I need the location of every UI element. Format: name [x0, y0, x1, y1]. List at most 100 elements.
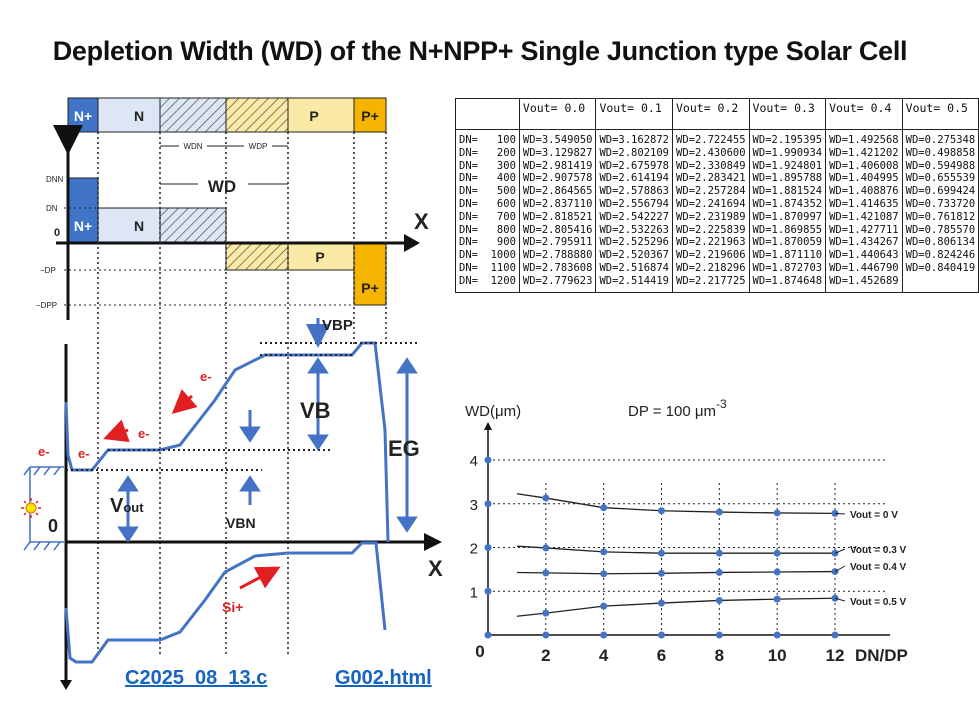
table-cell: DN= 100 — [455, 129, 520, 147]
data-point — [600, 570, 608, 578]
data-point — [715, 549, 723, 557]
table-cell: WD=2.520367 — [595, 249, 673, 262]
level-zero: 0 — [54, 227, 60, 239]
table-cell: WD=2.330849 — [672, 159, 750, 173]
y-axis-arrow — [484, 422, 492, 430]
table-cell: WD=2.802109 — [595, 146, 673, 160]
table-cell: WD=2.219606 — [672, 249, 750, 262]
data-point — [773, 509, 781, 517]
table-cell: DN= 200 — [455, 146, 520, 160]
table-cell: WD=2.217725 — [672, 274, 750, 293]
data-point — [773, 549, 781, 557]
layer-bar: N+ N P P+ — [67, 97, 387, 133]
table-cell: WD=2.907578 — [518, 172, 597, 186]
y-tick-dot — [484, 587, 492, 595]
table-cell: WD=0.498858 — [901, 146, 979, 160]
table-cell — [901, 274, 979, 293]
source-file-link[interactable]: C2025_08_13.c — [125, 667, 268, 689]
table-cell: WD=0.594988 — [901, 159, 979, 173]
sun-icon — [21, 498, 41, 518]
table-cell: DN= 400 — [455, 172, 520, 186]
table-cell: WD=2.231989 — [672, 210, 750, 224]
table-cell: WD=1.404995 — [825, 172, 903, 186]
table-cell: WD=2.788880 — [518, 249, 597, 262]
charge-density-plot: N+ N P P+ X DNN DN 0 −DP −DPP — [36, 125, 429, 320]
x-tick-dot — [715, 631, 723, 639]
table-cell: WD=2.805416 — [518, 223, 597, 237]
table-cell: WD=2.532263 — [595, 223, 673, 237]
data-point — [658, 507, 665, 515]
x-tick-dot — [600, 631, 608, 639]
html-file-link[interactable]: G002.html — [335, 667, 432, 689]
x-tick-label: 0 — [475, 642, 484, 661]
table-cell: WD=1.427711 — [825, 223, 903, 237]
table-cell: WD=0.840419 — [901, 261, 979, 275]
annotation-text: DP = 100 μm — [628, 403, 716, 420]
table-header-cell: Vout= 0.0 — [518, 98, 597, 130]
table-cell: WD=0.824246 — [901, 249, 979, 262]
table-cell: WD=0.806134 — [901, 236, 979, 250]
charge-axis-x: X — [414, 209, 429, 234]
vout-label: Vout — [110, 495, 144, 517]
x-tick-label: 10 — [768, 646, 787, 665]
table-cell: DN= 800 — [455, 223, 520, 237]
band-axis-x: X — [428, 556, 443, 581]
series-label: Vout = 0.5 V — [850, 597, 907, 608]
density-label-n: N — [134, 218, 144, 234]
data-point — [542, 494, 550, 502]
table-cell: WD=2.283421 — [672, 172, 750, 186]
table-cell: WD=3.549050 — [518, 129, 597, 147]
table-cell: WD=0.733720 — [901, 197, 979, 211]
series-leader — [834, 597, 846, 602]
table-cell: DN= 500 — [455, 185, 520, 198]
density-label-n-plus: N+ — [74, 218, 92, 234]
series-leader — [834, 565, 846, 572]
data-point — [542, 544, 550, 552]
y-tick-label: 4 — [470, 453, 478, 470]
x-tick-dot — [831, 631, 839, 639]
x-tick-label: 4 — [599, 646, 609, 665]
table-cell: WD=1.881524 — [748, 185, 827, 198]
series-line — [516, 597, 836, 617]
x-tick-dot — [484, 631, 492, 639]
table-header-cell: Vout= 0.4 — [825, 98, 903, 130]
table-cell: DN= 1200 — [455, 274, 520, 293]
table-cell: WD=2.779623 — [518, 274, 597, 293]
electron-label-3: e- — [78, 446, 90, 461]
wdn-label: WDN — [183, 142, 202, 151]
table-cell: WD=2.542227 — [595, 210, 673, 224]
table-cell: WD=1.421087 — [825, 210, 903, 224]
table-cell: WD=2.783608 — [518, 261, 597, 275]
x-axis-label: DN/DP — [855, 646, 908, 665]
data-point — [600, 602, 608, 610]
vbn-label: VBN — [226, 515, 256, 531]
table-cell: WD=1.870059 — [748, 236, 827, 250]
series-label: Vout = 0 V — [850, 510, 898, 521]
density-label-p-plus: P+ — [361, 280, 379, 296]
table-cell: WD=3.162872 — [595, 129, 673, 147]
table-cell: WD=1.434267 — [825, 236, 903, 250]
table-cell: WD=2.195395 — [748, 129, 827, 147]
y-tick-dot — [484, 544, 492, 551]
table-cell: WD=1.406008 — [825, 159, 903, 173]
electron-label-4: e- — [38, 444, 50, 459]
data-point — [773, 568, 781, 576]
table-cell: WD=0.785570 — [901, 223, 979, 237]
table-cell: WD=1.872703 — [748, 261, 827, 275]
table-cell: WD=1.440643 — [825, 249, 903, 262]
table-cell: WD=1.924801 — [748, 159, 827, 173]
level-dnn: DNN — [46, 175, 64, 184]
data-point — [715, 596, 723, 604]
table-cell: WD=2.578863 — [595, 185, 673, 198]
table-header-cell: Vout= 0.2 — [672, 98, 750, 130]
eg-label: EG — [388, 436, 420, 461]
table-cell: WD=2.218296 — [672, 261, 750, 275]
series-label: Vout = 0.4 V — [850, 562, 907, 573]
layer-label-p-plus: P+ — [361, 108, 379, 124]
